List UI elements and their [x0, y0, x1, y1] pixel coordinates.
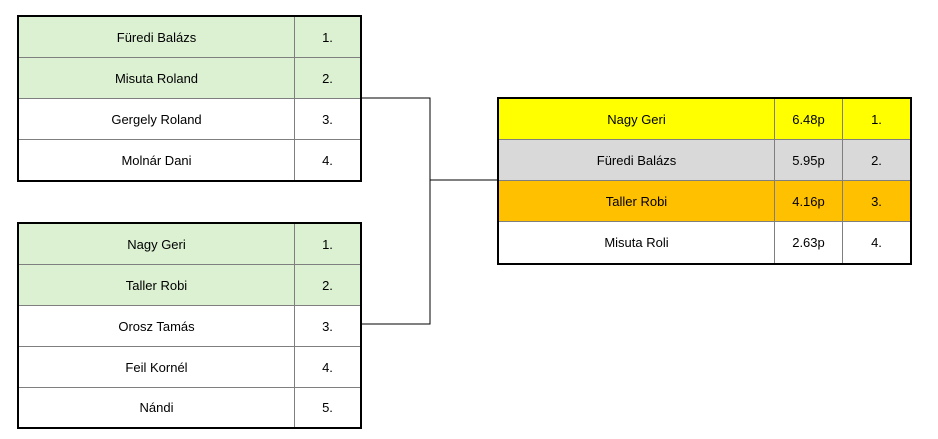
- player-name: Nándi: [139, 400, 174, 415]
- table-row: Taller Robi 2.: [19, 265, 360, 306]
- table-row: Misuta Roli 2.63p 4.: [499, 222, 910, 263]
- table-row: Taller Robi 4.16p 3.: [499, 181, 910, 222]
- player-name: Taller Robi: [605, 193, 668, 209]
- table-row: Misuta Roland 2.: [19, 58, 360, 99]
- player-rank: 2.: [294, 265, 360, 305]
- table-row: Nándi 5.: [19, 388, 360, 427]
- player-points: 2.63p: [774, 222, 842, 263]
- player-rank: 1.: [294, 224, 360, 264]
- player-points: 4.16p: [774, 181, 842, 221]
- player-name: Orosz Tamás: [118, 318, 195, 334]
- player-name: Taller Robi: [125, 277, 188, 293]
- player-rank: 4.: [294, 347, 360, 387]
- bracket-line-group2: [362, 180, 431, 325]
- player-name: Füredi Balázs: [116, 29, 197, 45]
- player-rank: 4.: [842, 222, 910, 263]
- player-rank: 1.: [294, 17, 360, 57]
- player-rank: 3.: [294, 99, 360, 139]
- group-1-table: Füredi Balázs 1. Misuta Roland 2. Gergel…: [17, 15, 362, 182]
- player-rank: 1.: [842, 99, 910, 139]
- player-name: Molnár Dani: [121, 152, 192, 168]
- player-name: Füredi Balázs: [596, 152, 677, 168]
- player-rank: 3.: [842, 181, 910, 221]
- player-name: Misuta Roland: [114, 70, 199, 86]
- player-name: Nagy Geri: [607, 111, 666, 127]
- player-rank: 2.: [294, 58, 360, 98]
- bracket-line-group1: [362, 97, 431, 180]
- table-row: Nagy Geri 1.: [19, 224, 360, 265]
- table-row: Füredi Balázs 5.95p 2.: [499, 140, 910, 181]
- table-row: Füredi Balázs 1.: [19, 17, 360, 58]
- player-name: Gergely Roland: [111, 111, 202, 127]
- player-rank: 3.: [294, 306, 360, 346]
- player-points: 6.48p: [774, 99, 842, 139]
- final-standings-table: Nagy Geri 6.48p 1. Füredi Balázs 5.95p 2…: [497, 97, 912, 265]
- table-row: Feil Kornél 4.: [19, 347, 360, 388]
- player-points: 5.95p: [774, 140, 842, 180]
- player-rank: 4.: [294, 140, 360, 180]
- player-name: Misuta Roli: [604, 235, 669, 250]
- table-row: Molnár Dani 4.: [19, 140, 360, 180]
- table-row: Orosz Tamás 3.: [19, 306, 360, 347]
- player-name: Feil Kornél: [125, 359, 188, 375]
- player-rank: 5.: [294, 388, 360, 427]
- group-2-table: Nagy Geri 1. Taller Robi 2. Orosz Tamás …: [17, 222, 362, 429]
- table-row: Nagy Geri 6.48p 1.: [499, 99, 910, 140]
- player-rank: 2.: [842, 140, 910, 180]
- player-name: Nagy Geri: [127, 236, 186, 252]
- table-row: Gergely Roland 3.: [19, 99, 360, 140]
